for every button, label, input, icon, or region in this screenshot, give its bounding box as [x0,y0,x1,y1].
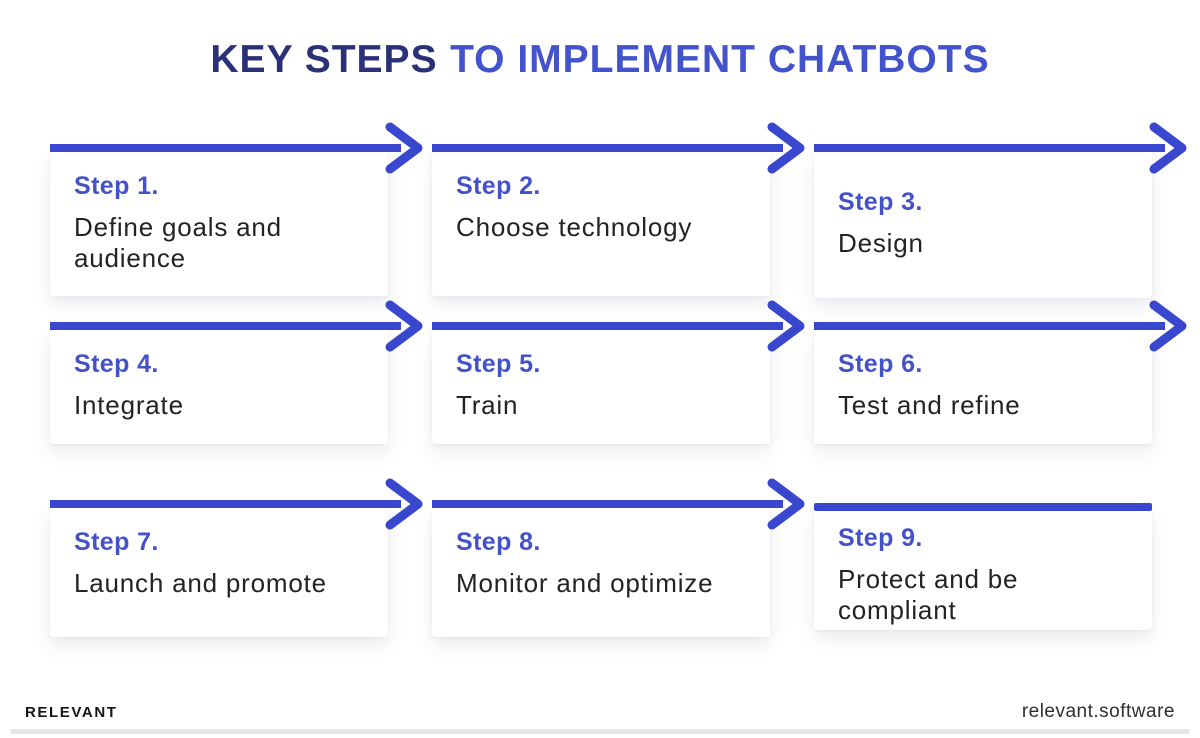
step-description: Launch and promote [74,568,327,598]
step-label: Step 5. [456,350,541,378]
step-description: Monitor and optimize [456,568,714,598]
step-card-4: Step 4. Integrate [50,300,423,444]
right-arrow-icon [814,122,1187,174]
flat-bar-icon [814,503,1152,511]
step-card-1: Step 1. Define goals and audience [50,122,423,296]
step-label: Step 7. [74,528,159,556]
right-arrow-icon [814,300,1187,352]
step-description: Protect and be compliant [838,564,1019,625]
step-description: Choose technology [456,212,693,242]
step-description: Integrate [74,390,184,420]
step-label: Step 4. [74,350,159,378]
step-card-3: Step 3. Design [814,122,1187,298]
step-card-9: Step 9. Protect and be compliant [814,503,1152,630]
page-title-emphasis: KEY STEPS [210,38,438,81]
bottom-divider [10,729,1190,734]
step-description: Define goals and audience [74,212,282,273]
step-label: Step 8. [456,528,541,556]
step-label: Step 6. [838,350,923,378]
step-description: Test and refine [838,390,1021,420]
step-description: Design [838,228,924,258]
right-arrow-icon [50,478,423,530]
page-title-rest: TO IMPLEMENT CHATBOTS [450,38,990,81]
step-label: Step 2. [456,172,541,200]
step-card-5: Step 5. Train [432,300,805,444]
step-card-6: Step 6. Test and refine [814,300,1187,444]
right-arrow-icon [50,122,423,174]
step-label: Step 9. [838,524,923,552]
page-title: KEY STEPS TO IMPLEMENT CHATBOTS [0,38,1200,82]
step-card-7: Step 7. Launch and promote [50,478,423,637]
step-label: Step 1. [74,172,159,200]
step-card-2: Step 2. Choose technology [432,122,805,296]
right-arrow-icon [432,300,805,352]
step-card-8: Step 8. Monitor and optimize [432,478,805,637]
website-url: relevant.software [1021,701,1175,722]
right-arrow-icon [432,122,805,174]
step-description: Train [456,390,519,420]
step-label: Step 3. [838,188,923,216]
right-arrow-icon [50,300,423,352]
right-arrow-icon [432,478,805,530]
brand-logo: RELEVANT [25,704,118,721]
